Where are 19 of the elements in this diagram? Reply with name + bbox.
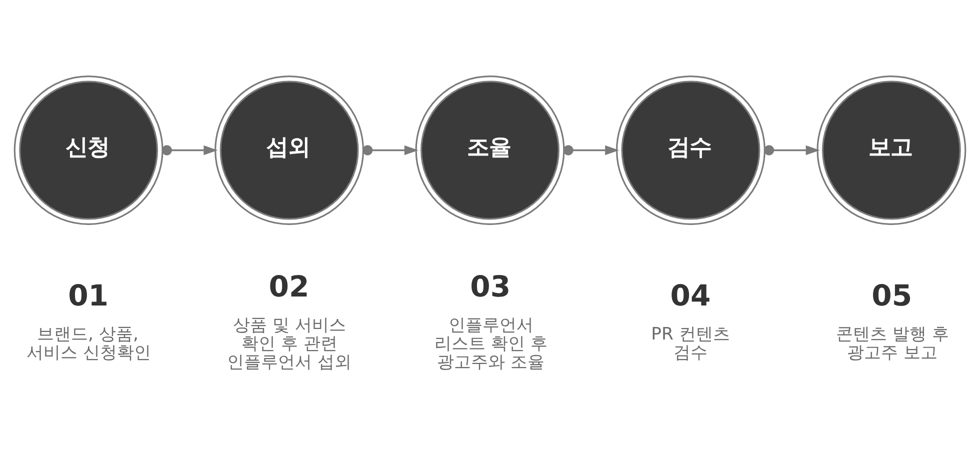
- node-circle: 검수: [616, 75, 766, 225]
- node-label: 04: [670, 278, 711, 313]
- node-label: PR 컨텐츠 검수: [651, 324, 730, 364]
- node-label: 03: [470, 269, 511, 304]
- node-circle: 조율: [415, 75, 565, 225]
- node-label: 콘텐츠 발행 후 광고주 보고: [836, 324, 949, 364]
- arrow: [162, 145, 218, 156]
- node-label: 인플루언서 리스트 확인 후 광고주와 조율: [434, 315, 548, 372]
- node-circle: 섭외: [214, 75, 364, 225]
- node-label: 브랜드, 상품, 서비스 신청확인: [26, 324, 151, 364]
- node-circle: 보고: [816, 75, 966, 225]
- node-label: 01: [68, 278, 109, 313]
- node-label: 05: [872, 278, 912, 313]
- node-label: 상품 및 서비스 확인 후 관련 인플루언서 섭외: [227, 315, 352, 372]
- arrow: [563, 145, 620, 156]
- node-label: 02: [268, 269, 310, 304]
- arrow: [362, 145, 418, 156]
- node-circle: 신청: [14, 75, 164, 225]
- arrow: [764, 145, 820, 156]
